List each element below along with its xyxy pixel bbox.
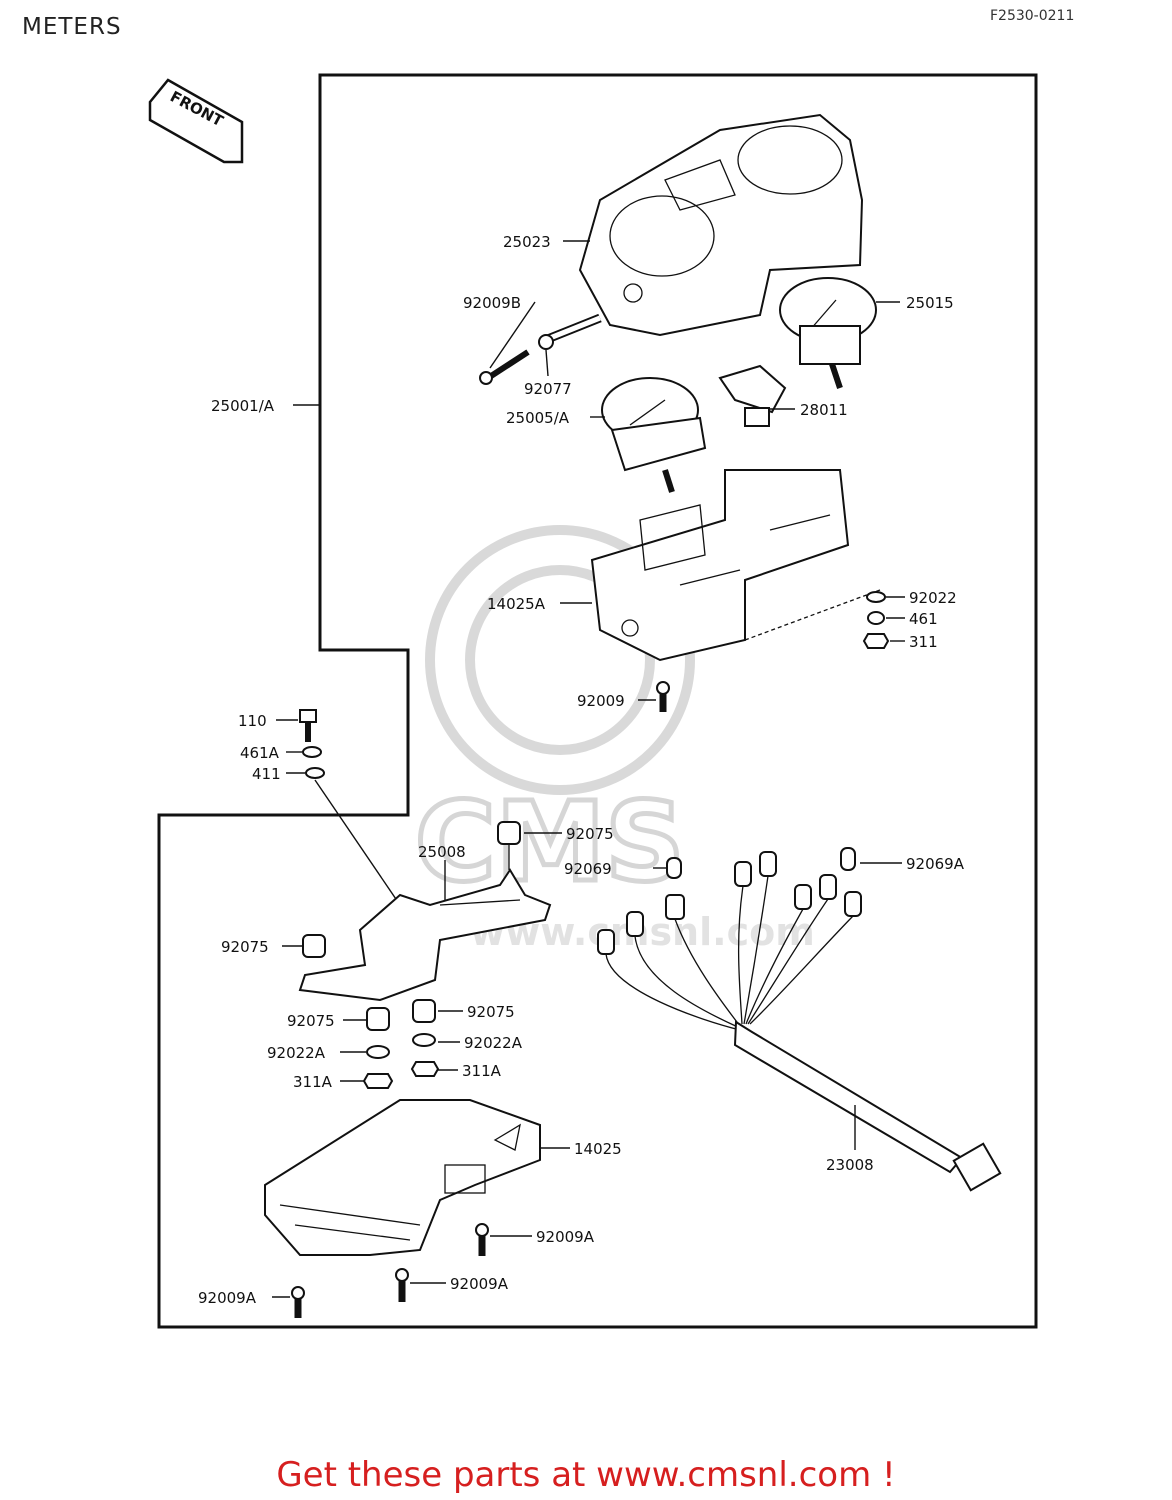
label-92075-mid: 92075	[467, 1003, 515, 1021]
label-92009a-right: 92009A	[536, 1228, 595, 1246]
label-311a-right: 311A	[462, 1062, 502, 1080]
label-25001a: 25001/A	[211, 397, 275, 415]
gauge-25015	[779, 277, 877, 389]
bolt-110-icon	[299, 709, 317, 742]
label-92075-lower: 92075	[287, 1012, 335, 1030]
screw-92009a-left-icon	[291, 1286, 305, 1318]
label-92077: 92077	[524, 380, 572, 398]
label-92009: 92009	[577, 692, 625, 710]
fitting-92077-icon	[538, 313, 602, 350]
assembly-frame	[157, 73, 1038, 1329]
washer-92022a-left-icon	[366, 1045, 390, 1059]
grommet-92075-lower-icon	[366, 1007, 390, 1031]
leader-bolt-line	[314, 779, 401, 906]
label-92022a-right: 92022A	[464, 1034, 523, 1052]
label-461a: 461A	[240, 744, 280, 762]
diagram-code: F2530-0211	[990, 8, 1075, 24]
lower-cover-14025	[264, 1099, 541, 1256]
label-92009b: 92009B	[463, 294, 521, 312]
screw-92009a-mid-icon	[395, 1268, 409, 1302]
washer-461-icon	[867, 611, 885, 625]
watermark-text: CMS	[415, 778, 684, 906]
label-92075-top: 92075	[566, 825, 614, 843]
label-14025a: 14025A	[487, 595, 546, 613]
label-411: 411	[252, 765, 281, 783]
label-92009a-mid: 92009A	[450, 1275, 509, 1293]
label-92009a-left: 92009A	[198, 1289, 257, 1307]
washer-461a-icon	[302, 746, 322, 758]
grommet-92075-left-icon	[302, 934, 326, 958]
bracket-25008	[298, 868, 552, 1002]
grommet-92075-top-icon	[497, 821, 521, 870]
front-arrow-icon: FRONT	[148, 78, 244, 164]
meter-case-25023	[578, 113, 864, 337]
bulb-92069-icon	[666, 857, 682, 879]
housing-14025a	[590, 469, 881, 662]
nut-311a-right-icon	[410, 1061, 440, 1077]
grommet-92075-mid-icon	[412, 999, 436, 1023]
label-25005a: 25005/A	[506, 409, 570, 427]
label-23008: 23008	[826, 1156, 874, 1174]
screw-92009-icon	[656, 681, 670, 712]
label-25023: 25023	[503, 233, 551, 251]
leader-lines	[272, 240, 905, 1298]
label-311a-left: 311A	[293, 1073, 333, 1091]
screw-92009a-right-icon	[475, 1223, 489, 1256]
washer-92022-icon	[866, 591, 886, 603]
nut-311a-left-icon	[362, 1073, 394, 1089]
label-92022: 92022	[909, 589, 957, 607]
bulb-92069a-icon	[840, 847, 856, 871]
label-92022a-left: 92022A	[267, 1044, 326, 1062]
wire-harness-23008	[597, 851, 1002, 1192]
label-14025: 14025	[574, 1140, 622, 1158]
washer-411-icon	[305, 767, 325, 779]
label-110: 110	[238, 712, 267, 730]
part-labels: 25023 92009B 25015 92077 25005/A 28011 2…	[198, 233, 965, 1307]
label-25015: 25015	[906, 294, 954, 312]
label-311: 311	[909, 633, 938, 651]
indicator-28011	[718, 364, 787, 427]
label-92069a: 92069A	[906, 855, 965, 873]
speedometer-25005a	[601, 377, 707, 493]
label-92075-left: 92075	[221, 938, 269, 956]
label-461: 461	[909, 610, 938, 628]
label-92069: 92069	[564, 860, 612, 878]
watermark-logo: CMS www.cmsnl.com	[413, 525, 815, 954]
washer-92022a-right-icon	[412, 1033, 436, 1047]
footer-link[interactable]: Get these parts at www.cmsnl.com !	[276, 1455, 896, 1495]
label-28011: 28011	[800, 401, 848, 419]
nut-311-icon	[862, 633, 890, 649]
label-25008: 25008	[418, 843, 466, 861]
page-title: METERS	[22, 14, 122, 40]
screw-92009b-icon	[479, 349, 530, 385]
